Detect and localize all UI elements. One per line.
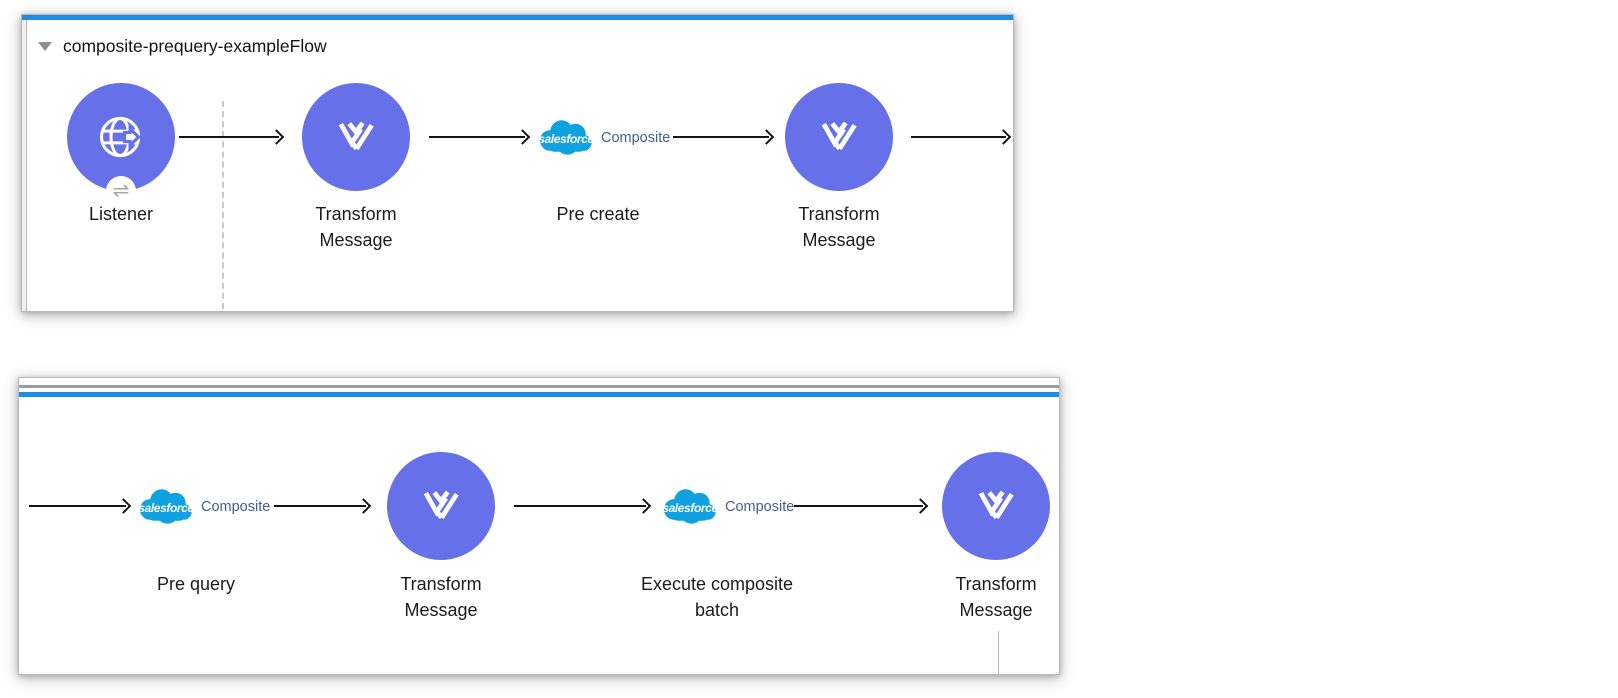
http-listener-node[interactable]: ⇌ — [67, 83, 175, 206]
flow-arrow — [911, 130, 1010, 144]
node-label: Transform Message — [798, 204, 880, 250]
salesforce-brand-label: salesforce — [662, 501, 718, 516]
node-label: Pre query — [156, 574, 236, 594]
node-label: Execute composite batch — [640, 574, 794, 620]
selection-accent-bar — [19, 392, 1059, 397]
flow-container-2[interactable]: salesforce Composite Pre query Transform… — [18, 377, 1060, 675]
flow-arrow — [514, 499, 650, 513]
flow-arrow — [429, 130, 529, 144]
source-separator — [222, 101, 224, 309]
salesforce-cloud-icon: salesforce — [534, 115, 598, 161]
dataweave-icon — [328, 109, 384, 165]
transform-message-node[interactable] — [942, 452, 1050, 560]
salesforce-cloud-icon: salesforce — [658, 484, 722, 530]
transform-message-node[interactable] — [302, 83, 410, 191]
salesforce-composite-node[interactable]: salesforce Composite — [658, 484, 794, 530]
composite-product-label: Composite — [601, 130, 671, 146]
transform-message-node[interactable] — [785, 83, 893, 191]
connector-line — [998, 631, 999, 674]
left-gutter — [22, 20, 27, 311]
salesforce-brand-label: salesforce — [538, 132, 594, 147]
collapse-triangle-icon[interactable] — [38, 42, 52, 51]
flow-arrow — [274, 499, 370, 513]
dataweave-icon — [968, 478, 1024, 534]
node-label: Listener — [88, 204, 154, 224]
message-exchange-badge-icon: ⇌ — [106, 176, 136, 206]
flow-arrow — [673, 130, 773, 144]
divider-rule — [19, 385, 1059, 388]
transform-message-node[interactable] — [387, 452, 495, 560]
node-label: Transform Message — [400, 574, 482, 620]
composite-product-label: Composite — [725, 499, 795, 515]
node-label: Transform Message — [315, 204, 397, 250]
salesforce-cloud-icon: salesforce — [134, 484, 198, 530]
selection-accent-bar — [22, 15, 1013, 20]
composite-product-label: Composite — [201, 499, 271, 515]
salesforce-brand-label: salesforce — [138, 501, 194, 516]
salesforce-composite-node[interactable]: salesforce Composite — [534, 115, 670, 161]
flow-arrow — [794, 499, 927, 513]
node-label: Transform Message — [955, 574, 1037, 620]
flow-arrow — [179, 130, 283, 144]
flow-header[interactable]: composite-prequery-exampleFlow — [38, 36, 327, 57]
node-label: Pre create — [556, 204, 640, 224]
flow-arrow — [29, 499, 130, 513]
salesforce-composite-node[interactable]: salesforce Composite — [134, 484, 270, 530]
flow-container-1[interactable]: composite-prequery-exampleFlow ⇌ Listene… — [21, 14, 1014, 312]
flow-title-label: composite-prequery-exampleFlow — [63, 36, 327, 56]
dataweave-icon — [413, 478, 469, 534]
globe-icon — [92, 108, 150, 166]
dataweave-icon — [811, 109, 867, 165]
